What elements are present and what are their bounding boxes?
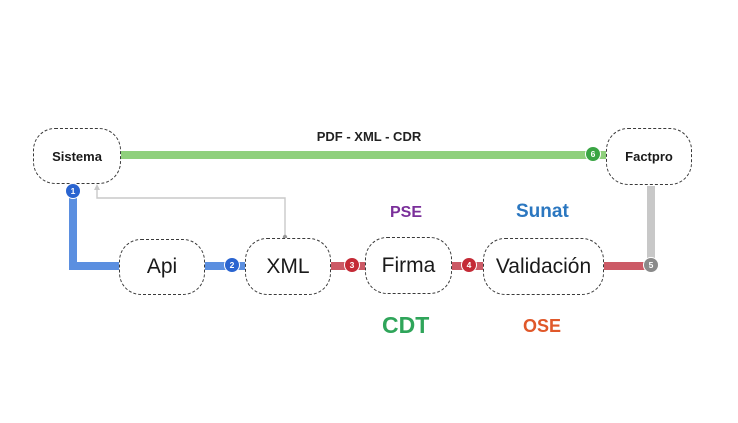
label-ose: OSE: [523, 316, 562, 336]
link-sistema-api: [69, 190, 120, 270]
node-validacion-label: Validación: [495, 254, 592, 278]
node-factpro-label: Factpro: [625, 149, 673, 164]
node-xml: XML: [245, 238, 331, 295]
step-badge-1: 1: [65, 183, 81, 199]
feedback-connector: [96, 186, 286, 237]
node-factpro: Factpro: [606, 128, 692, 185]
label-sunat: Sunat: [516, 201, 569, 222]
node-api-label: Api: [146, 255, 178, 278]
node-xml-label: XML: [266, 254, 310, 278]
step-badge-4: 4: [461, 257, 477, 273]
node-validacion: Validación: [483, 238, 604, 295]
step-badge-3: 3: [344, 257, 360, 273]
label-pse: PSE: [390, 204, 423, 221]
node-api: Api: [119, 239, 205, 295]
step-badge-6: 6: [585, 146, 601, 162]
node-firma: Firma: [365, 237, 452, 294]
node-sistema-label: Sistema: [52, 148, 102, 164]
step-badge-2: 2: [224, 257, 240, 273]
label-cdt: CDT: [382, 312, 430, 338]
top-link-label: PDF - XML - CDR: [316, 129, 422, 144]
node-sistema: Sistema: [33, 128, 121, 184]
feedback-arrowhead: [94, 184, 100, 190]
node-firma-label: Firma: [381, 253, 436, 277]
step-badge-5: 5: [643, 257, 659, 273]
